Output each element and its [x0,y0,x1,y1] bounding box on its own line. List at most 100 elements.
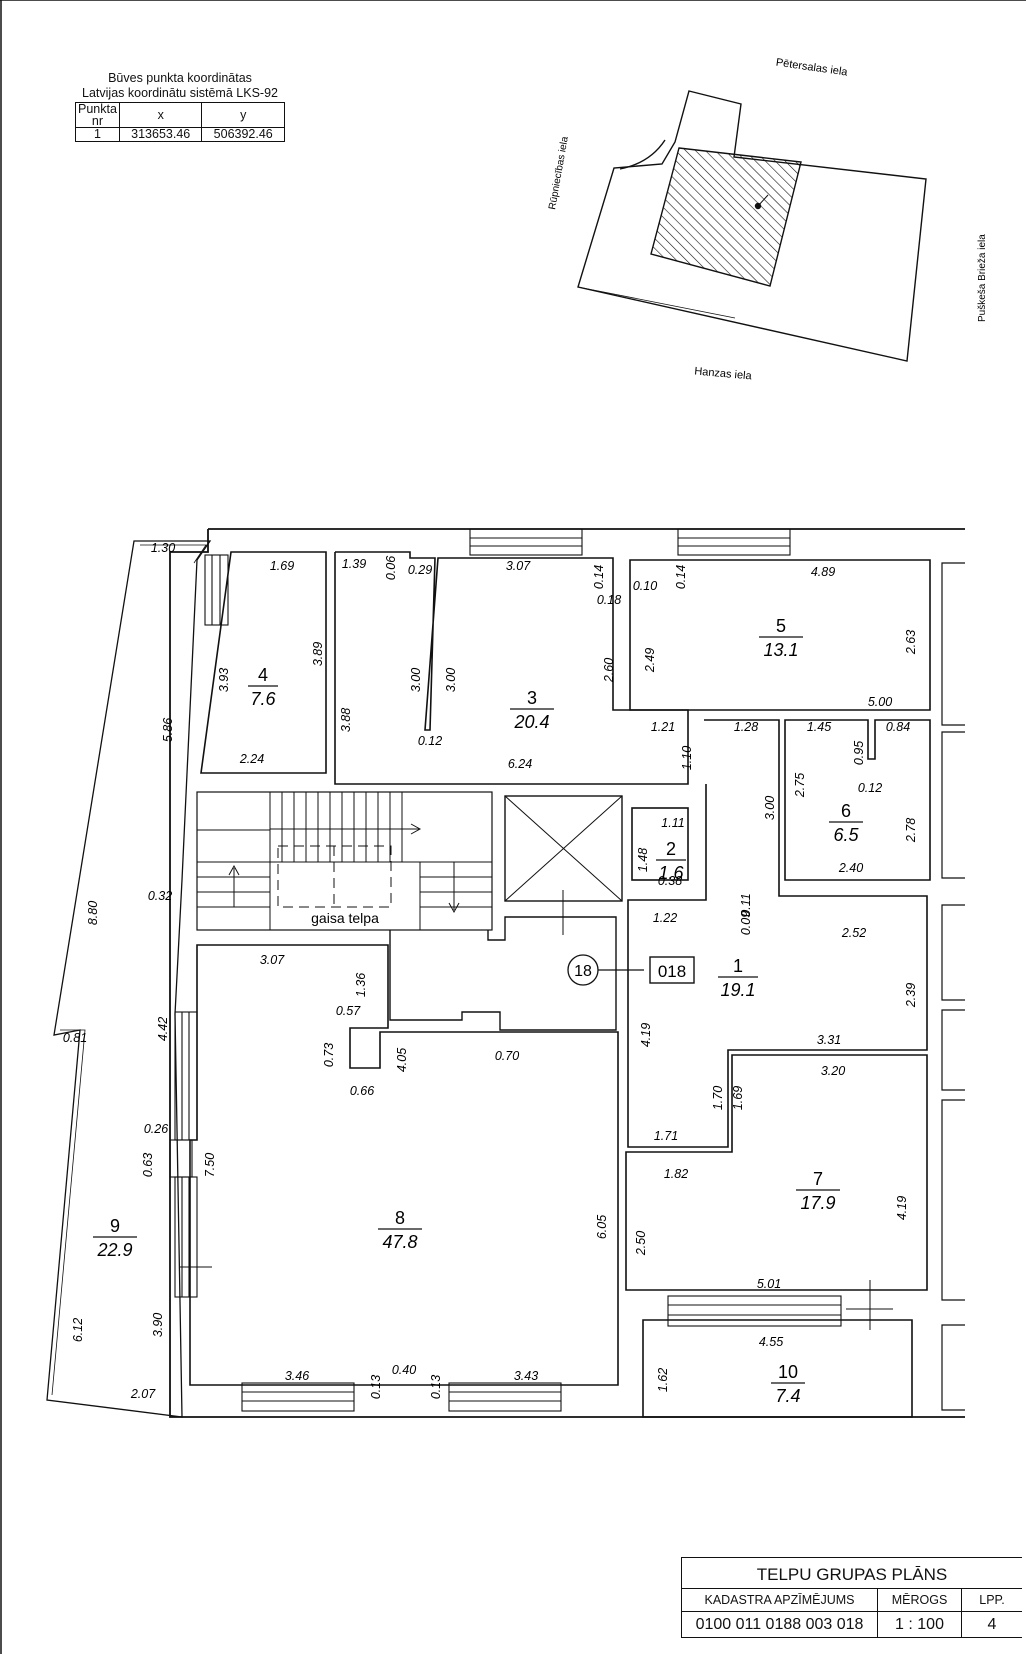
dimension-label: 4.05 [395,1048,409,1072]
dimension-label: 3.20 [821,1064,845,1078]
dimension-label: 2.63 [904,630,918,655]
room-label-9: 922.9 [93,1216,137,1260]
dimension-label: 3.07 [260,953,285,967]
svg-text:18: 18 [574,963,592,980]
dimension-label: 1.36 [354,973,368,997]
title-block: TELPU GRUPAS PLĀNS KADASTRA APZĪMĒJUMS M… [681,1557,1022,1638]
scale-label: MĒROGS [878,1589,962,1611]
dimension-label: 1.10 [680,746,694,770]
svg-text:6.5: 6.5 [833,825,859,845]
room-6-outline [784,719,931,881]
dimension-label: 0.06 [384,556,398,580]
dimension-label: 0.13 [429,1375,443,1399]
svg-text:6: 6 [841,801,851,821]
point-nr: 1 [75,127,120,142]
dimension-label: 7.50 [203,1153,217,1177]
dimension-label: 6.12 [71,1318,85,1342]
dimension-label: 0.12 [858,781,882,795]
dimension-label: 1.39 [342,557,366,571]
street-south: Hanzas iela [694,365,753,382]
dimension-label: 3.93 [217,668,231,692]
dimension-label: 3.00 [409,668,423,692]
dimension-label: 8.80 [86,901,100,925]
dimension-label: 3.00 [444,668,458,692]
dimension-label: 1.70 [711,1086,725,1110]
room-2-outline [631,807,689,881]
dimension-label: 1.69 [731,1086,745,1110]
room-label-7: 717.9 [796,1169,840,1213]
dimension-label: 5.01 [757,1277,781,1291]
svg-text:13.1: 13.1 [763,640,798,660]
dimension-label: 6.05 [595,1215,609,1239]
scale-value: 1 : 100 [878,1612,962,1637]
room-1-outline [627,719,928,1148]
svg-text:7.4: 7.4 [775,1386,800,1406]
room-label-5: 513.1 [759,616,803,660]
room-label-3: 320.4 [510,688,554,732]
dimension-label: 3.31 [817,1033,841,1047]
room-3-outline [334,551,689,785]
room-label-4: 47.6 [248,665,278,709]
svg-text:2: 2 [666,839,676,859]
dimension-label: 0.10 [633,579,657,593]
dimension-label: 2.24 [239,752,264,766]
dimension-label: 3.43 [514,1369,538,1383]
dimension-label: 0.26 [144,1122,168,1136]
dimension-label: 5.86 [161,718,175,742]
dimension-label: 4.42 [156,1017,170,1041]
dimension-label: 4.19 [639,1023,653,1047]
site-map [577,90,927,362]
room-4-outline [200,551,327,774]
dimension-label: 2.75 [793,773,807,798]
svg-text:47.8: 47.8 [382,1232,417,1252]
svg-text:9: 9 [110,1216,120,1236]
dimension-label: 0.66 [350,1084,374,1098]
dimension-label: 1.30 [151,541,175,555]
svg-text:8: 8 [395,1208,405,1228]
room-labels: 119.1 21.6 320.4 47.6 513.1 66.5 717.9 8… [93,616,863,1406]
room-9-outline [46,540,212,1418]
room-10-outline [642,1319,913,1418]
dimension-label: 1.62 [656,1368,670,1392]
room-8-outline [189,944,619,1386]
building-footprint [650,147,802,287]
svg-text:018: 018 [658,962,686,981]
svg-text:7.6: 7.6 [250,689,276,709]
cadastre-value: 0100 011 0188 003 018 [682,1612,878,1637]
parcel-curve [619,139,666,170]
dimension-label: 0.18 [597,593,621,607]
plan-title: TELPU GRUPAS PLĀNS [682,1558,1022,1589]
svg-text:22.9: 22.9 [96,1240,132,1260]
dimension-label: 0.13 [369,1375,383,1399]
dimension-label: 1.69 [270,559,294,573]
site-parcel [577,90,927,362]
room-label-6: 66.5 [829,801,863,845]
dimension-label: 3.00 [763,796,777,820]
room-label-1: 119.1 [718,956,758,1000]
cadastre-label: KADASTRA APZĪMĒJUMS [682,1589,878,1611]
dimension-label: 0.73 [322,1043,336,1067]
dimension-label: 0.38 [658,874,682,888]
svg-text:5: 5 [776,616,786,636]
room-label-8: 847.8 [378,1208,422,1252]
dimension-label: 2.78 [904,818,918,843]
dimension-label: 3.46 [285,1369,309,1383]
street-west: Rūpniecības iela [547,135,571,210]
table-row: 1 313653.46 506392.46 [75,127,285,142]
svg-text:4: 4 [258,665,268,685]
dimension-label: 2.50 [634,1231,648,1256]
dimension-label: 4.89 [811,565,835,579]
dimension-label: 2.40 [838,861,863,875]
dimension-label: 2.52 [841,926,866,940]
street-north: Pētersalas iela [775,57,849,79]
svg-text:7: 7 [813,1169,823,1189]
dimension-label: 0.40 [392,1363,416,1377]
dimension-label: 5.00 [868,695,892,709]
dimension-label: 1.82 [664,1167,688,1181]
dimension-label: 4.19 [895,1196,909,1220]
svg-text:10: 10 [778,1362,798,1382]
group-marker: 18 018 [567,954,695,986]
room-5-outline [629,559,931,711]
dimension-label: 1.22 [653,911,677,925]
